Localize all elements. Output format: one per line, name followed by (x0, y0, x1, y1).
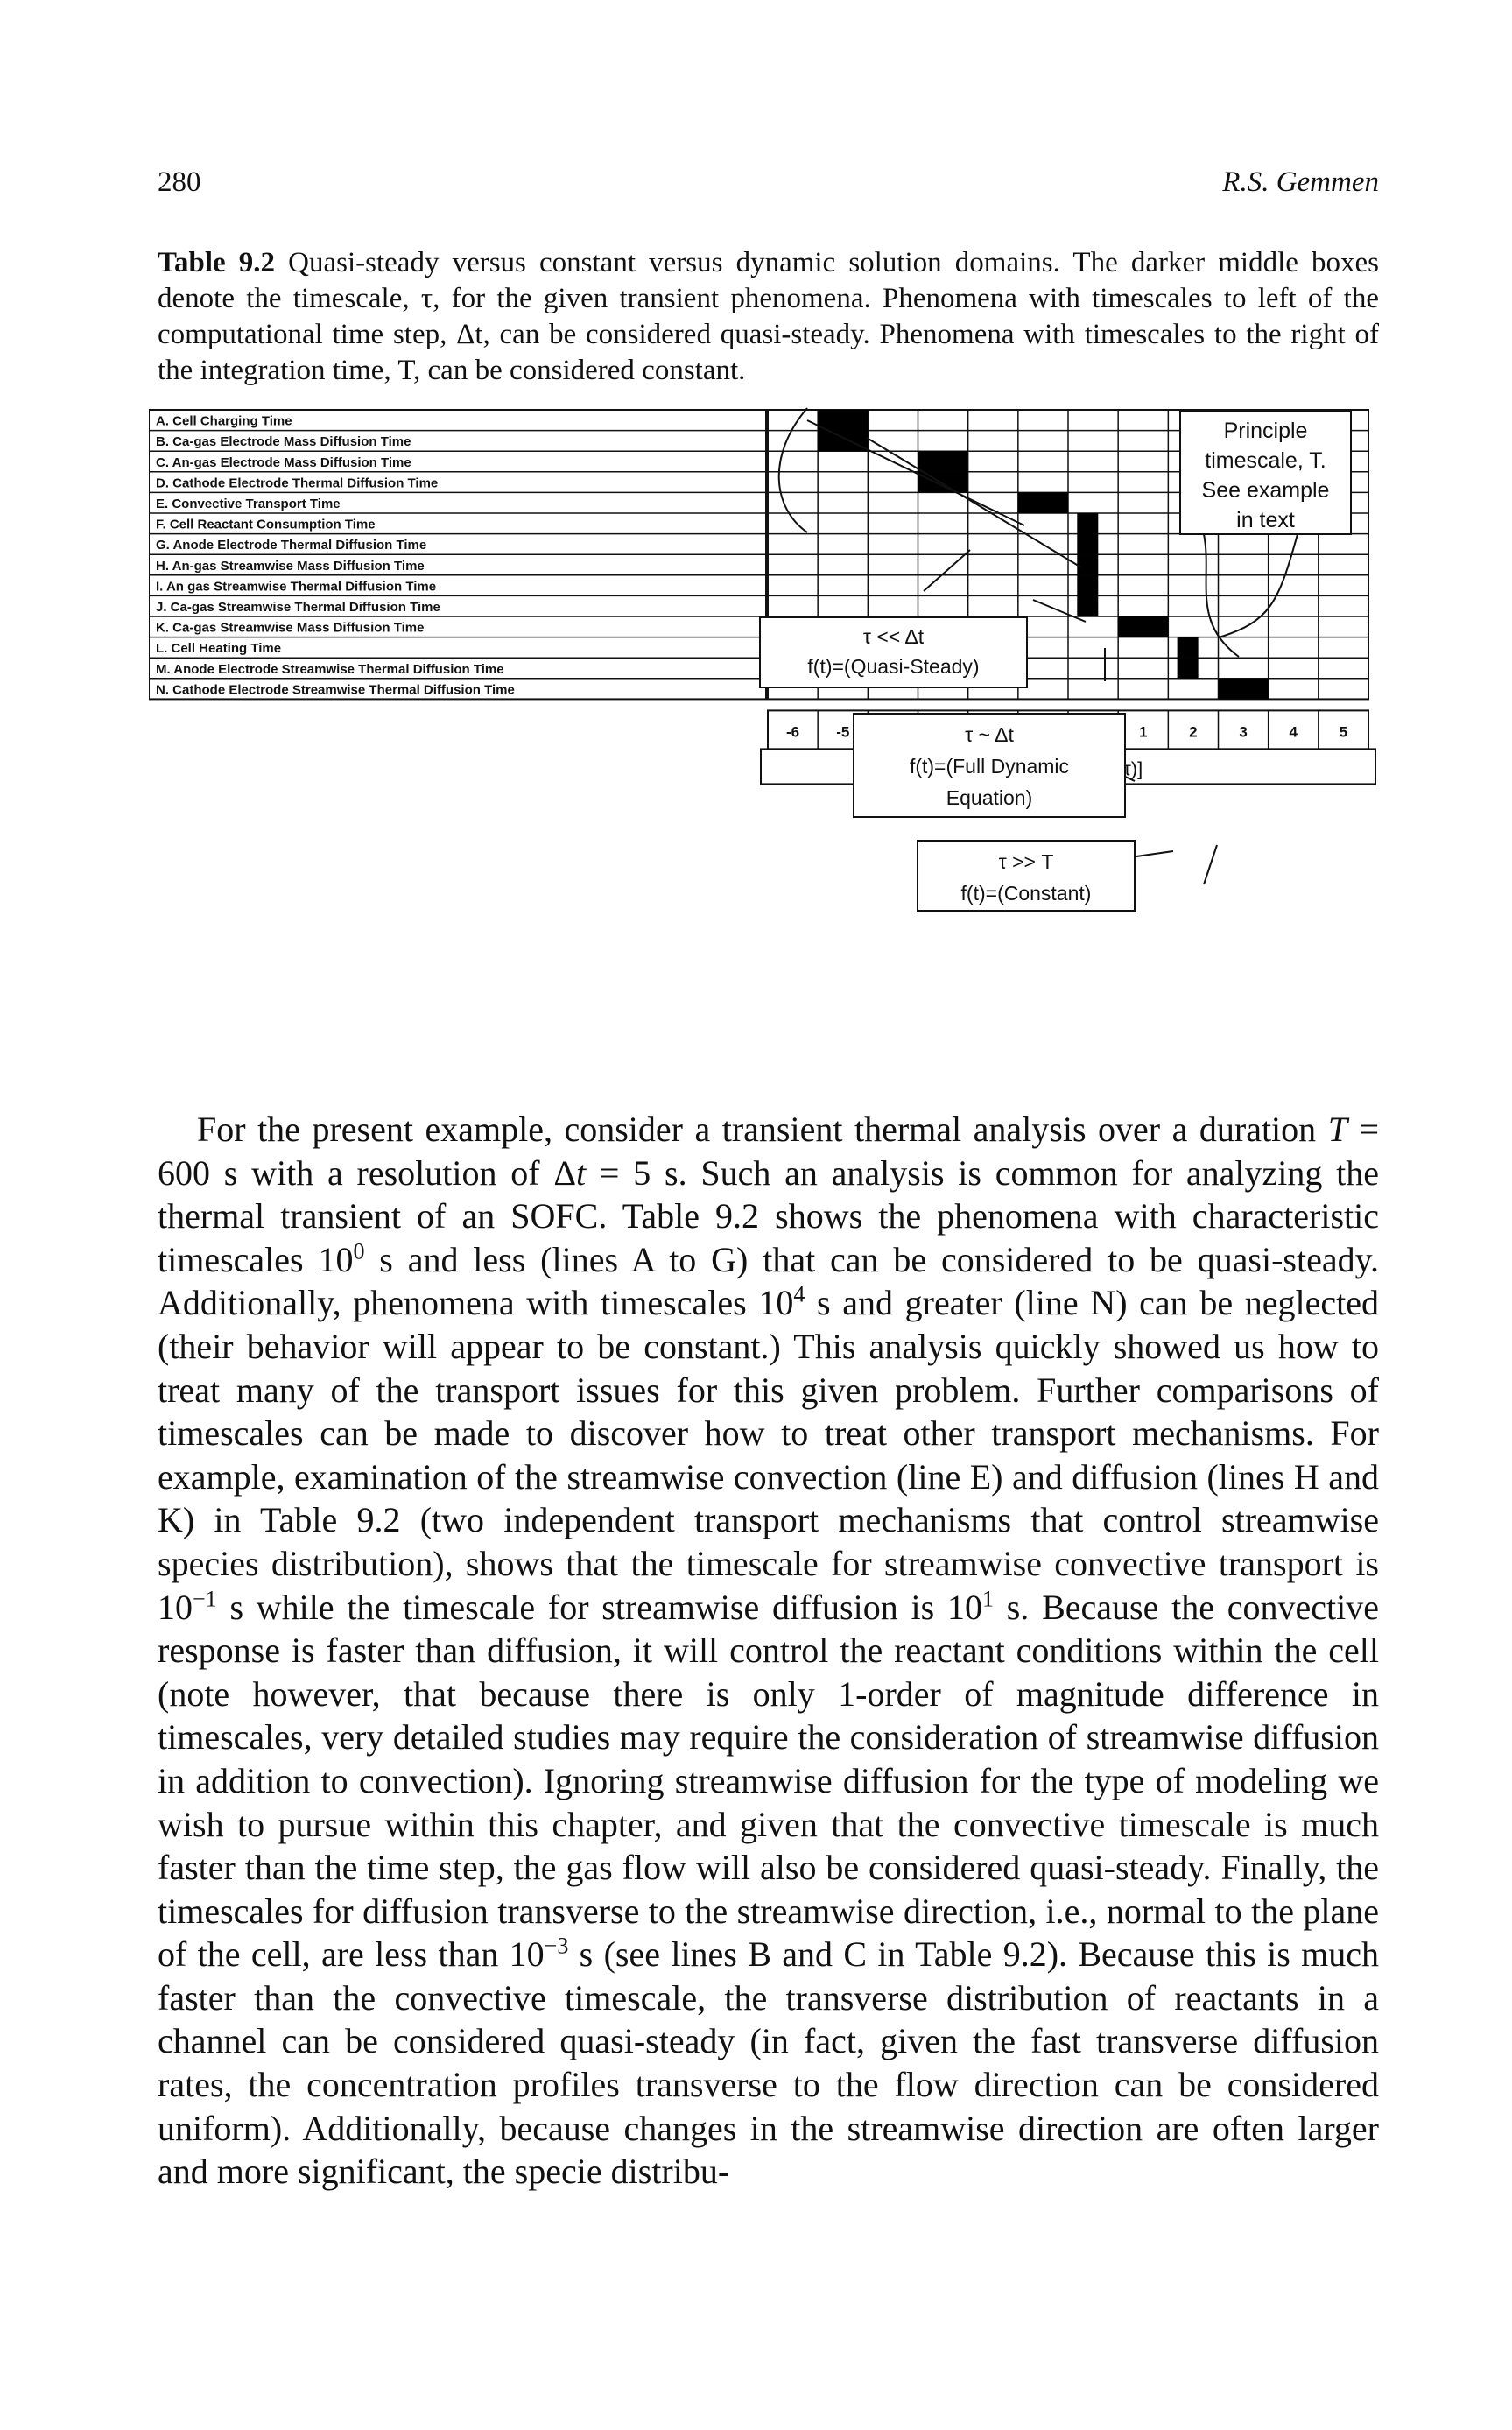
row-label: M. Anode Electrode Streamwise Thermal Di… (156, 662, 504, 677)
axis-tick-label: -6 (786, 723, 799, 740)
dynamic-annotation-line: Equation) (946, 786, 1032, 809)
timescale-mark (918, 451, 968, 472)
timescale-mark (1077, 595, 1099, 616)
axis-tick-label: 3 (1239, 723, 1247, 740)
connector-line (923, 549, 971, 592)
principle-annotation-box (1179, 411, 1352, 535)
running-head: R.S. Gemmen (1222, 166, 1379, 198)
row-label: A. Cell Charging Time (156, 414, 292, 429)
axis-tick-label: 4 (1290, 723, 1298, 740)
row-label: F. Cell Reactant Consumption Time (156, 518, 376, 532)
superscript: 4 (793, 1282, 805, 1308)
axis-tick-label: 2 (1189, 723, 1197, 740)
constant-annotation-line: f(t)=(Constant) (961, 882, 1092, 905)
row-label: C. An-gas Electrode Mass Diffusion Time (156, 455, 411, 470)
superscript: 1 (981, 1586, 994, 1612)
timescale-mark (1218, 678, 1269, 700)
row-label: H. An-gas Streamwise Mass Diffusion Time (156, 559, 425, 574)
row-label: J. Ca-gas Streamwise Thermal Diffusion T… (156, 600, 440, 615)
text-run: = 600 s with a resolution of Δ (158, 1109, 1380, 1193)
timescale-chart: A. Cell Charging Time B. Ca-gas Electrode… (149, 407, 1376, 912)
table-label: Table 9.2 (158, 247, 276, 278)
timescale-mark (1077, 554, 1099, 575)
dynamic-annotation-box (853, 713, 1126, 818)
axis-tick-label: 1 (1139, 723, 1147, 740)
axis-tick-label: -5 (836, 723, 849, 740)
axis-tick-label: 5 (1340, 723, 1347, 740)
text-run: T (1327, 1109, 1347, 1149)
superscript: −3 (544, 1933, 569, 1959)
text-run: s. Because the convective response is fa… (158, 1587, 1380, 1975)
principle-annotation-line: timescale, T. (1205, 448, 1326, 473)
timescale-mark (1017, 492, 1068, 513)
text-run: t (576, 1152, 587, 1193)
timescale-mark (1177, 658, 1199, 679)
superscript: 0 (353, 1238, 365, 1264)
body-paragraph: For the present example, consider a tran… (158, 1108, 1379, 2194)
connector-line (806, 419, 1025, 526)
constant-annotation-line: τ >> T (999, 850, 1054, 873)
timescale-mark (1118, 616, 1169, 637)
text-run: s and less (lines A to G) that can be co… (158, 1239, 1379, 1323)
timescale-mark (1077, 513, 1099, 534)
principle-annotation-line: See example (1202, 478, 1330, 503)
timescale-figure: A. Cell Charging Time B. Ca-gas Electrode… (149, 403, 1379, 1016)
timescale-mark (818, 430, 869, 452)
row-label: E. Convective Transport Time (156, 497, 341, 511)
connector-curve (1218, 533, 1298, 638)
principle-annotation-line: Principle (1224, 419, 1308, 443)
timescale-mark (1077, 533, 1099, 555)
table-caption: Table 9.2 Quasi-steady versus constant v… (158, 245, 1379, 389)
timescale-mark (818, 410, 869, 431)
dynamic-annotation-line: f(t)=(Full Dynamic (910, 755, 1069, 778)
text-run: s while the timescale for streamwise dif… (216, 1587, 982, 1627)
row-label: N. Cathode Electrode Streamwise Thermal … (156, 682, 515, 697)
row-label: D. Cathode Electrode Thermal Diffusion T… (156, 475, 438, 490)
page-header: 280 R.S. Gemmen (158, 166, 1379, 210)
row-label: K. Ca-gas Streamwise Mass Diffusion Time (156, 621, 424, 636)
connector-line (1032, 599, 1087, 623)
caption-text: Quasi-steady versus constant versus dyna… (158, 247, 1380, 386)
quasi-steady-annotation-line: f(t)=(Quasi-Steady) (807, 655, 979, 678)
constant-annotation-box (917, 840, 1136, 912)
superscript: −1 (193, 1586, 217, 1612)
brace-curve (777, 407, 808, 533)
text-run: s (see lines B and C in Table 9.2). Beca… (158, 1934, 1379, 2192)
page-number: 280 (158, 166, 201, 198)
timescale-mark (1077, 574, 1099, 596)
quasi-steady-annotation-line: τ << Δt (863, 625, 925, 648)
dynamic-annotation-line: τ ~ Δt (965, 723, 1014, 746)
connector-line (1203, 844, 1218, 885)
row-label: I. An gas Streamwise Thermal Diffusion T… (156, 579, 436, 594)
connector-curve (1203, 533, 1240, 658)
text-run: = 5 s. Such an analysis is common for an… (158, 1152, 1379, 1279)
timescale-mark (918, 471, 968, 493)
text-run: For the present example, consider a tran… (197, 1109, 1328, 1149)
text-run: s and greater (line N) can be neglected … (158, 1283, 1379, 1627)
principle-annotation-line: in text (1236, 508, 1295, 532)
row-label: B. Ca-gas Electrode Mass Diffusion Time (156, 434, 411, 449)
quasi-steady-annotation-box (759, 616, 1028, 688)
row-label: G. Anode Electrode Thermal Diffusion Tim… (156, 538, 426, 553)
connector-line (866, 437, 1082, 568)
timescale-mark (1177, 637, 1199, 659)
row-label: L. Cell Heating Time (156, 641, 281, 656)
